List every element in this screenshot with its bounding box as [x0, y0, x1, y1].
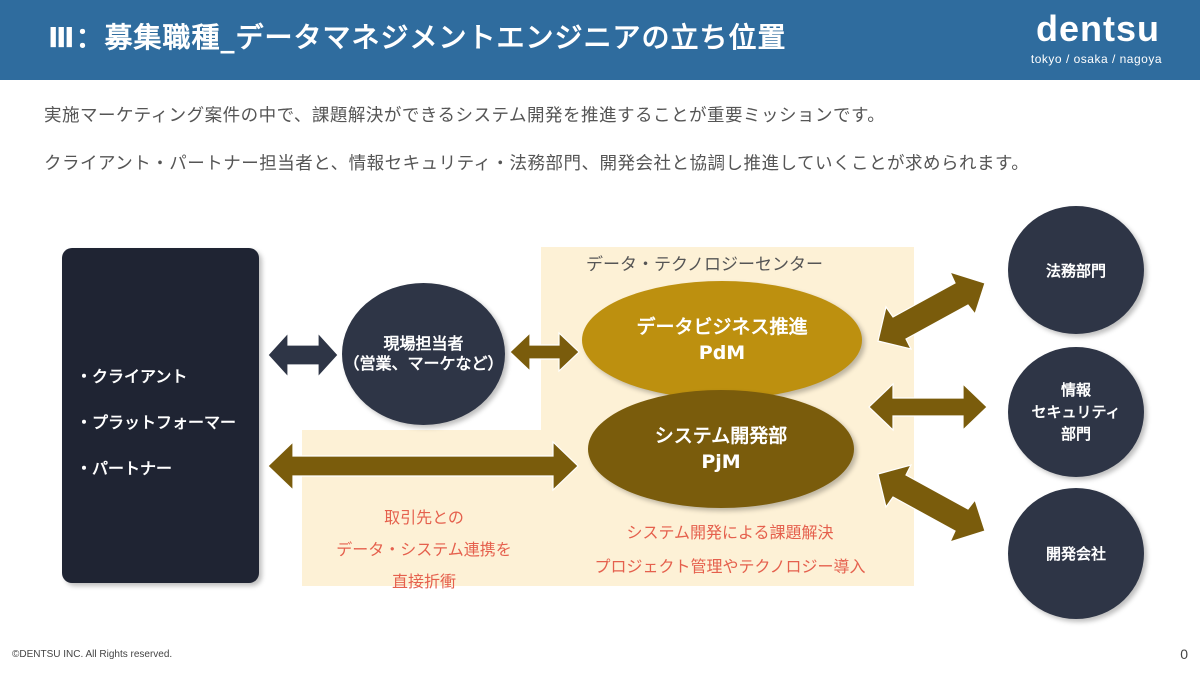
pjm-role: PjM — [701, 451, 741, 473]
client-list: クライアント プラットフォーマー パートナー — [76, 363, 236, 501]
genba-label: 現場担当者 — [383, 334, 464, 353]
infosec-label-line: 情報 — [1060, 381, 1091, 399]
system-caption: システム開発による課題解決 プロジェクト管理やテクノロジー導入 — [570, 516, 890, 584]
header-bar: Ⅲ：募集職種_データマネジメントエンジニアの立ち位置 dentsu tokyo … — [0, 0, 1200, 80]
caption-line: プロジェクト管理やテクノロジー導入 — [594, 557, 866, 576]
client-box: クライアント プラットフォーマー パートナー — [62, 248, 259, 583]
pdm-title: データビジネス推進 — [636, 316, 808, 338]
arrow-client-pjm — [267, 440, 579, 492]
infosec-label-line: セキュリティ — [1031, 403, 1121, 421]
client-item: パートナー — [76, 455, 236, 479]
pdm-role: PdM — [698, 342, 746, 364]
arrow-pjm-kaihatsu — [877, 464, 986, 543]
legal-dept-node: 法務部門 — [1008, 206, 1144, 334]
client-item: プラットフォーマー — [76, 409, 236, 433]
dev-company-label: 開発会社 — [1045, 545, 1106, 563]
negotiation-caption: 取引先との データ・システム連携を 直接折衝 — [314, 502, 534, 598]
copyright: ©DENTSU INC. All Rights reserved. — [12, 649, 173, 660]
intro-line-1: 実施マーケティング案件の中で、課題解決ができるシステム開発を推進することが重要ミ… — [44, 106, 886, 126]
genba-sublabel: （営業、マーケなど） — [343, 354, 504, 373]
caption-line: 直接折衝 — [391, 572, 456, 591]
center-label: データ・テクノロジーセンター — [586, 255, 823, 275]
page-title: Ⅲ：募集職種_データマネジメントエンジニアの立ち位置 — [48, 21, 787, 54]
arrow-genba-pdm — [509, 331, 580, 373]
arrow-center-joho — [868, 382, 988, 432]
caption-line: 取引先との — [384, 508, 464, 527]
intro-line-2: クライアント・パートナー担当者と、情報セキュリティ・法務部門、開発会社と協調し推… — [44, 154, 1030, 174]
arrow-client-genba — [267, 331, 339, 379]
page-number: 0 — [1180, 646, 1188, 662]
brand-subtitle: tokyo / osaka / nagoya — [1030, 52, 1162, 66]
pdm-node: データビジネス推進 PdM — [582, 281, 862, 399]
genba-node: 現場担当者 （営業、マーケなど） — [342, 283, 505, 425]
arrow-pdm-houmu — [877, 271, 986, 350]
brand-logo: dentsu — [1035, 8, 1160, 49]
caption-line: システム開発による課題解決 — [626, 523, 834, 542]
pjm-title: システム開発部 — [654, 425, 788, 447]
caption-line: データ・システム連携を — [336, 540, 512, 559]
client-item: クライアント — [76, 363, 236, 387]
infosec-label-line: 部門 — [1060, 425, 1091, 443]
infosec-dept-node: 情報 セキュリティ 部門 — [1008, 347, 1144, 477]
pjm-node: システム開発部 PjM — [588, 390, 854, 508]
dev-company-node: 開発会社 — [1008, 488, 1144, 619]
legal-dept-label: 法務部門 — [1045, 261, 1106, 280]
